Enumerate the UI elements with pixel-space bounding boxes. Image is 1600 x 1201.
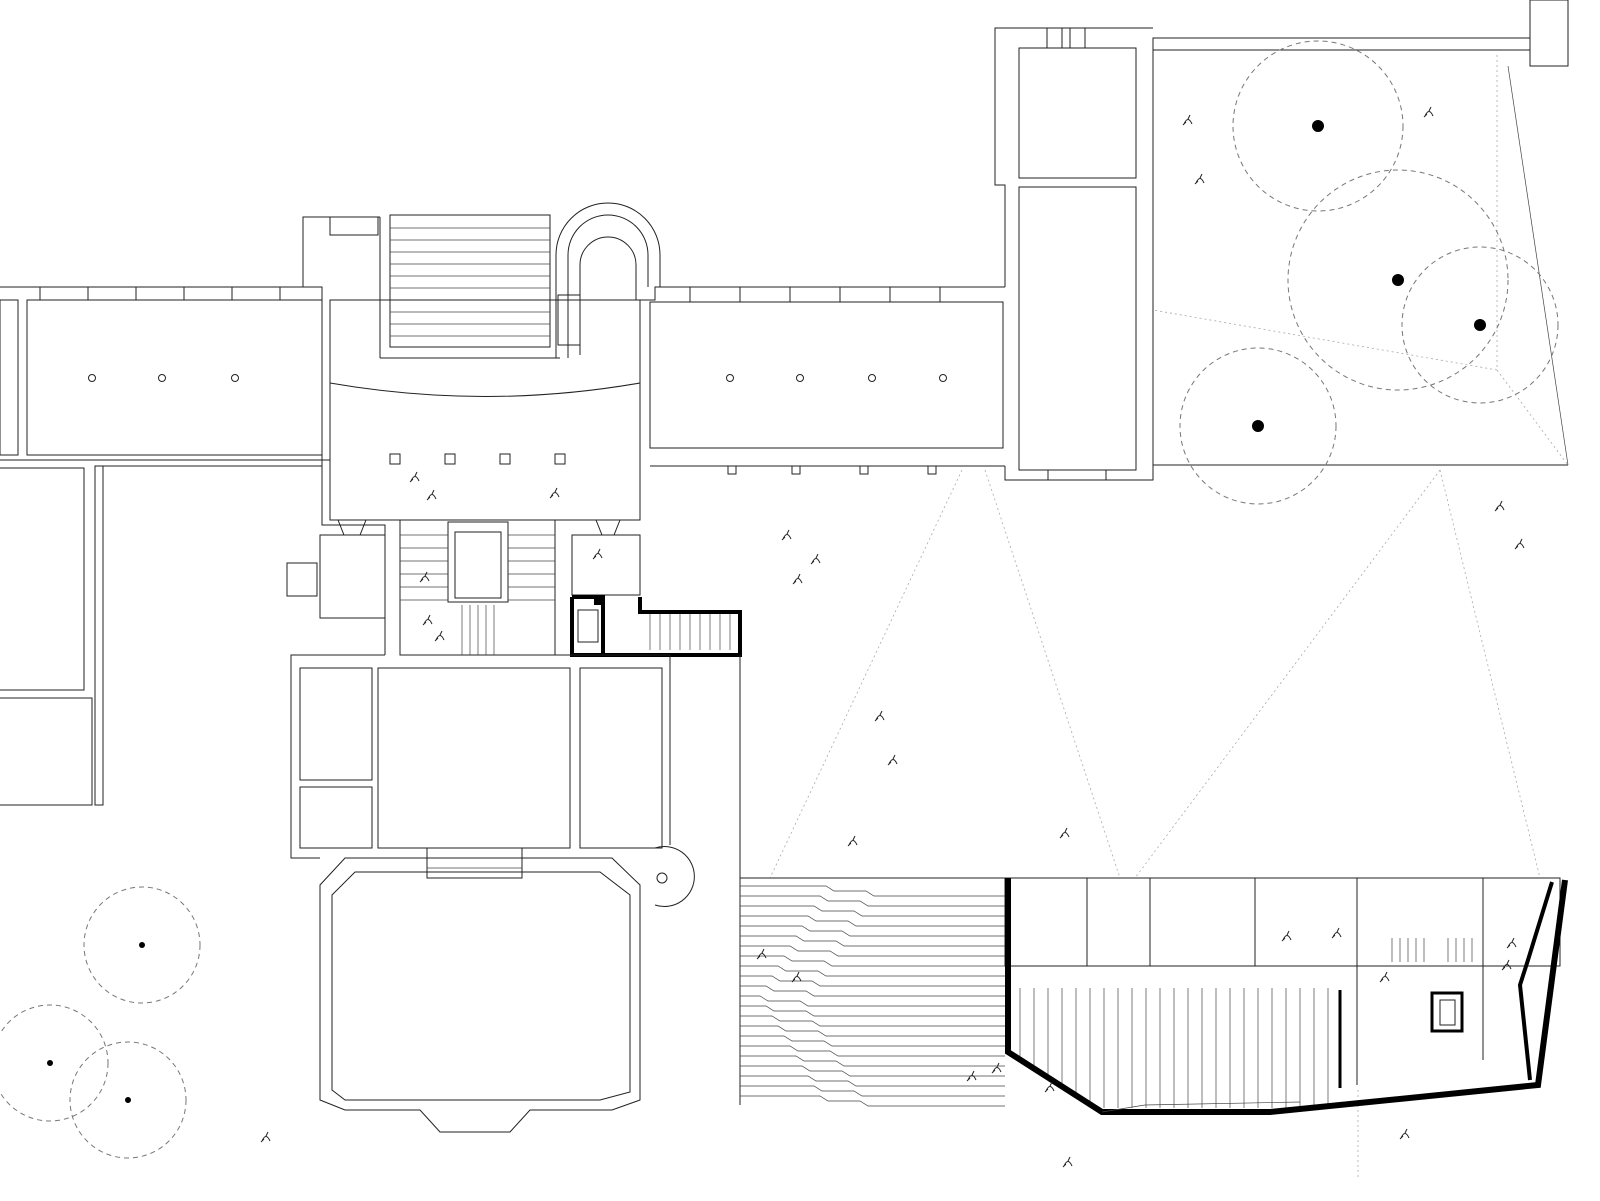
person-figure xyxy=(419,571,430,583)
step-line xyxy=(740,1045,1005,1057)
step-line xyxy=(740,1085,1005,1097)
step-line xyxy=(740,935,1005,947)
step-line xyxy=(740,905,1005,917)
person-figure xyxy=(1379,971,1390,983)
step-line xyxy=(740,1095,1005,1107)
person-figure xyxy=(1506,937,1517,949)
person-figure xyxy=(426,489,437,501)
tree-trunk xyxy=(1392,274,1404,286)
tower-building xyxy=(994,0,1569,481)
right-wing xyxy=(640,286,1005,475)
stepped-amphitheatre xyxy=(740,885,1005,1107)
person-figure xyxy=(966,1070,977,1082)
person-figure xyxy=(1494,500,1505,512)
step-line xyxy=(740,955,1005,967)
step-line xyxy=(740,1035,1005,1047)
person-figure xyxy=(409,471,420,483)
step-line xyxy=(740,885,1005,897)
tree-canopy xyxy=(1401,246,1559,404)
person-figure xyxy=(887,754,898,766)
person-figure xyxy=(791,971,802,983)
step-line xyxy=(740,915,1005,927)
step-line xyxy=(740,965,1005,977)
tree-trunk xyxy=(1252,420,1264,432)
person-figure xyxy=(1059,827,1070,839)
people-figures xyxy=(260,106,1525,1168)
step-line xyxy=(740,1015,1005,1027)
tree-canopy xyxy=(1287,169,1509,391)
step-line xyxy=(740,1055,1005,1067)
left-wing xyxy=(0,216,380,806)
sightlines xyxy=(769,469,1541,1180)
step-line xyxy=(740,1075,1005,1087)
person-figure xyxy=(1281,930,1292,942)
central-hall xyxy=(286,202,661,655)
step-line xyxy=(740,925,1005,937)
person-figure xyxy=(1194,173,1205,185)
person-figure xyxy=(991,1062,1002,1074)
new-building xyxy=(740,877,1568,1115)
main-stair xyxy=(399,519,742,657)
person-figure xyxy=(1423,106,1434,118)
step-line xyxy=(740,1065,1005,1077)
step-line xyxy=(740,975,1005,987)
step-line xyxy=(740,895,1005,907)
step-line xyxy=(740,995,1005,1007)
person-figure xyxy=(874,710,885,722)
tree-trunk xyxy=(1474,319,1486,331)
person-figure xyxy=(1501,959,1512,971)
tree-canopy xyxy=(1179,347,1337,505)
step-line xyxy=(740,1025,1005,1037)
person-figure xyxy=(810,553,821,565)
person-figure xyxy=(1044,1081,1055,1093)
trees-lower-left xyxy=(0,886,201,1159)
step-line xyxy=(740,985,1005,997)
person-figure xyxy=(549,487,560,499)
person-figure xyxy=(434,630,445,642)
person-figure xyxy=(1062,1156,1073,1168)
garden-courtyard xyxy=(1152,40,1569,505)
person-figure xyxy=(847,835,858,847)
tree-trunk xyxy=(1312,120,1324,132)
person-figure xyxy=(592,548,603,560)
tree-canopy xyxy=(1232,40,1404,212)
person-figure xyxy=(1514,538,1525,550)
lower-block xyxy=(290,654,741,1133)
person-figure xyxy=(260,1131,271,1143)
person-figure xyxy=(1331,927,1342,939)
step-line xyxy=(740,945,1005,957)
person-figure xyxy=(422,614,433,626)
person-figure xyxy=(781,529,792,541)
person-figure xyxy=(1399,1128,1410,1140)
person-figure xyxy=(792,573,803,585)
person-figure xyxy=(756,948,767,960)
person-figure xyxy=(1182,114,1193,126)
step-line xyxy=(740,1005,1005,1017)
